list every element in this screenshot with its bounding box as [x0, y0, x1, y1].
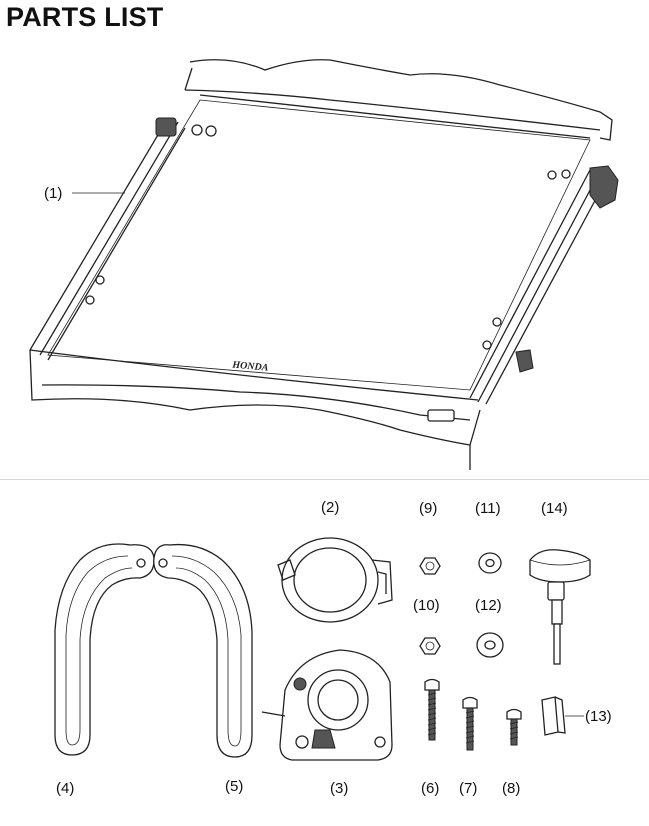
callout-6: (6)	[421, 780, 440, 797]
part-3-clamp-body	[261, 649, 393, 761]
part-9-nut	[419, 557, 441, 575]
callout-10: (10)	[413, 597, 440, 614]
part-5-right-arm	[153, 543, 253, 758]
windshield-panel	[29, 59, 619, 470]
honda-logo: HONDA	[231, 360, 269, 374]
callout-14: (14)	[541, 500, 568, 517]
callout-2: (2)	[321, 499, 340, 516]
part-2-clamp-ring	[277, 537, 393, 623]
callout-4: (4)	[56, 780, 75, 797]
part-13-rubber-block	[541, 696, 584, 736]
callout-9: (9)	[419, 500, 438, 517]
callout-3: (3)	[330, 780, 349, 797]
part-8-screw-short	[506, 708, 522, 746]
part-10-nut	[419, 637, 441, 655]
callout-12: (12)	[475, 597, 502, 614]
callout-11: (11)	[475, 500, 501, 517]
page-title: PARTS LIST	[6, 2, 164, 32]
section-divider	[0, 479, 649, 480]
part-14-knob	[529, 549, 591, 665]
callout-5: (5)	[225, 778, 244, 795]
part-4-left-arm	[54, 543, 155, 756]
callout-1: (1)	[44, 185, 63, 202]
part-6-screw-long	[424, 678, 440, 741]
part-7-screw-medium	[462, 696, 478, 751]
callout-8: (8)	[502, 780, 521, 797]
callout-7: (7)	[459, 780, 478, 797]
callout-13: (13)	[585, 708, 612, 725]
